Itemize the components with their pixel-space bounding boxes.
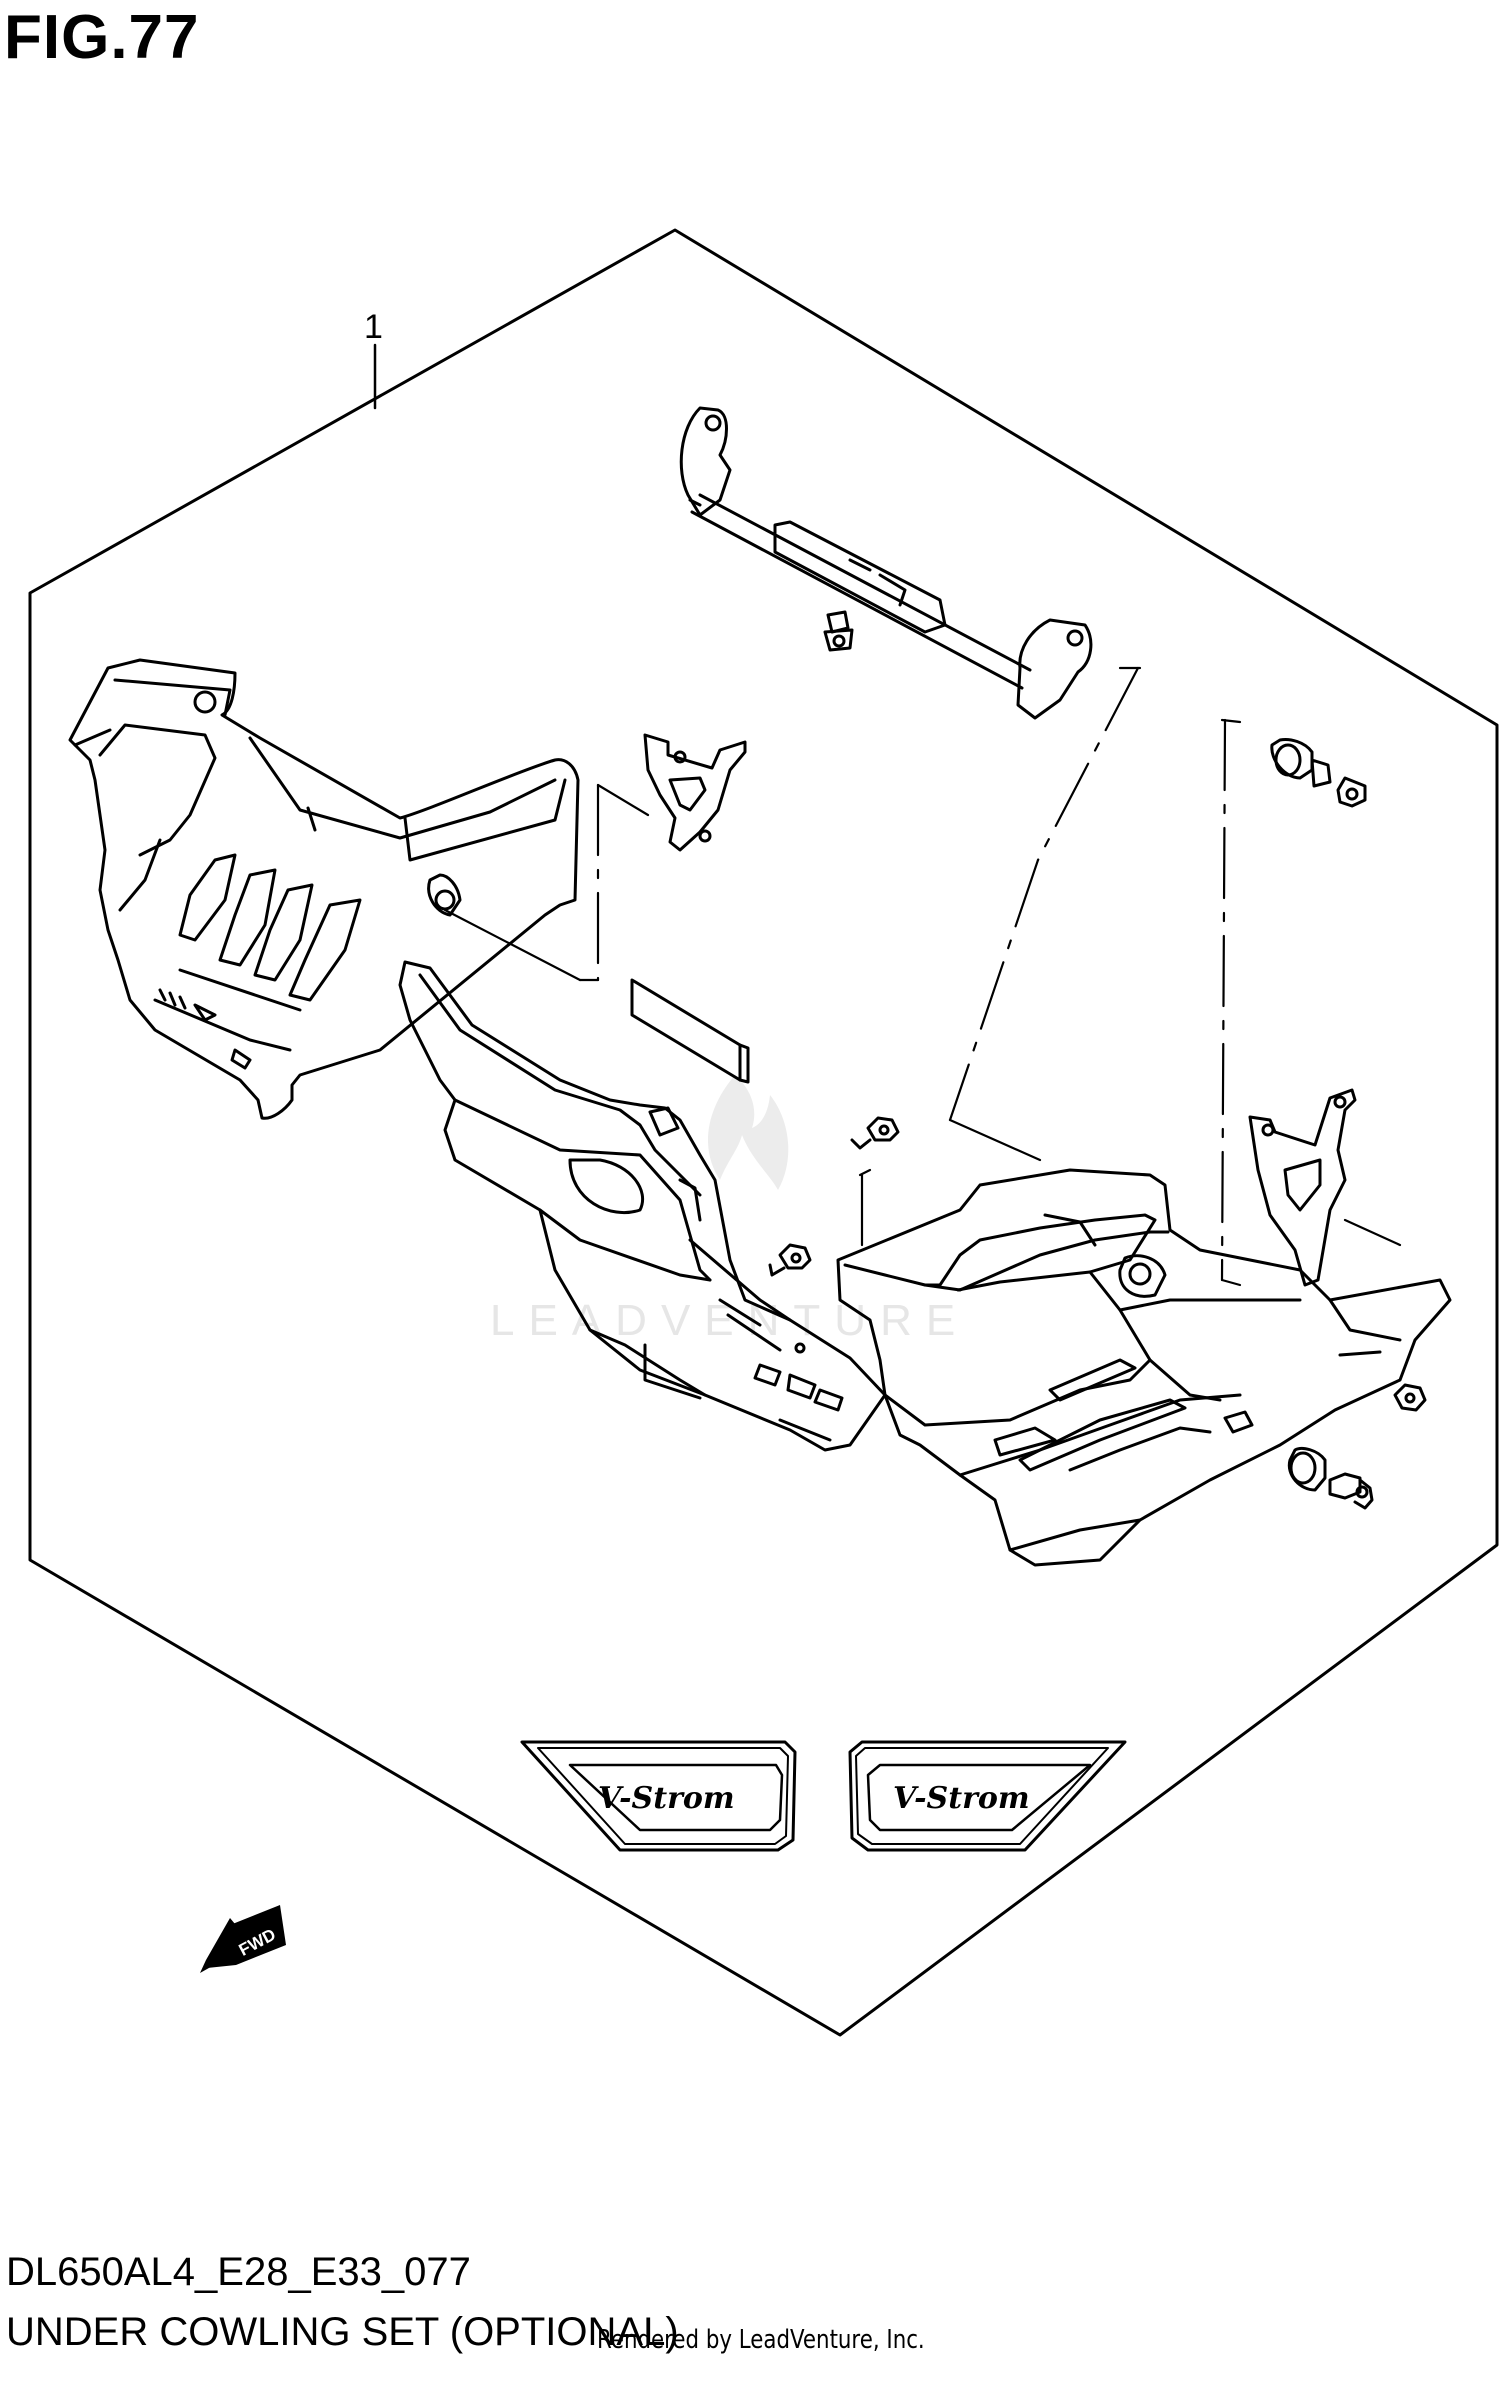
watermark-text: LEADVENTURE — [490, 1296, 969, 1345]
fwd-arrow-icon: FWD — [200, 1905, 286, 1973]
bolt-top — [823, 610, 854, 652]
badge-left: V-Strom — [520, 1740, 797, 1852]
under-cowling-center — [398, 960, 887, 1452]
render-credit: Rendered by LeadVenture, Inc. — [597, 2325, 925, 2355]
diagram-code: DL650AL4_E28_E33_077 — [6, 2250, 471, 2294]
badge-right: V-Strom — [848, 1740, 1127, 1852]
assembly-frame — [28, 228, 1499, 2037]
badge-right-text: V-Strom — [893, 1781, 1030, 1816]
side-bracket-right — [1248, 1088, 1357, 1287]
under-cowling-right — [836, 1168, 1452, 1567]
under-cowling-left — [68, 658, 580, 1120]
mounting-bracket-bar — [679, 406, 1093, 720]
leadventure-watermark-icon: LEADVENTURE — [490, 1075, 969, 1345]
side-bracket-left — [643, 733, 747, 852]
label-pad — [630, 978, 750, 1084]
fasteners — [768, 738, 1427, 1510]
diagram-name: UNDER COWLING SET (OPTIONAL) — [6, 2310, 679, 2354]
assembly-guides — [443, 666, 1402, 1287]
badge-left-text: V-Strom — [598, 1781, 735, 1816]
figure-title: FIG.77 — [4, 3, 200, 72]
callout-number: 1 — [364, 308, 383, 346]
